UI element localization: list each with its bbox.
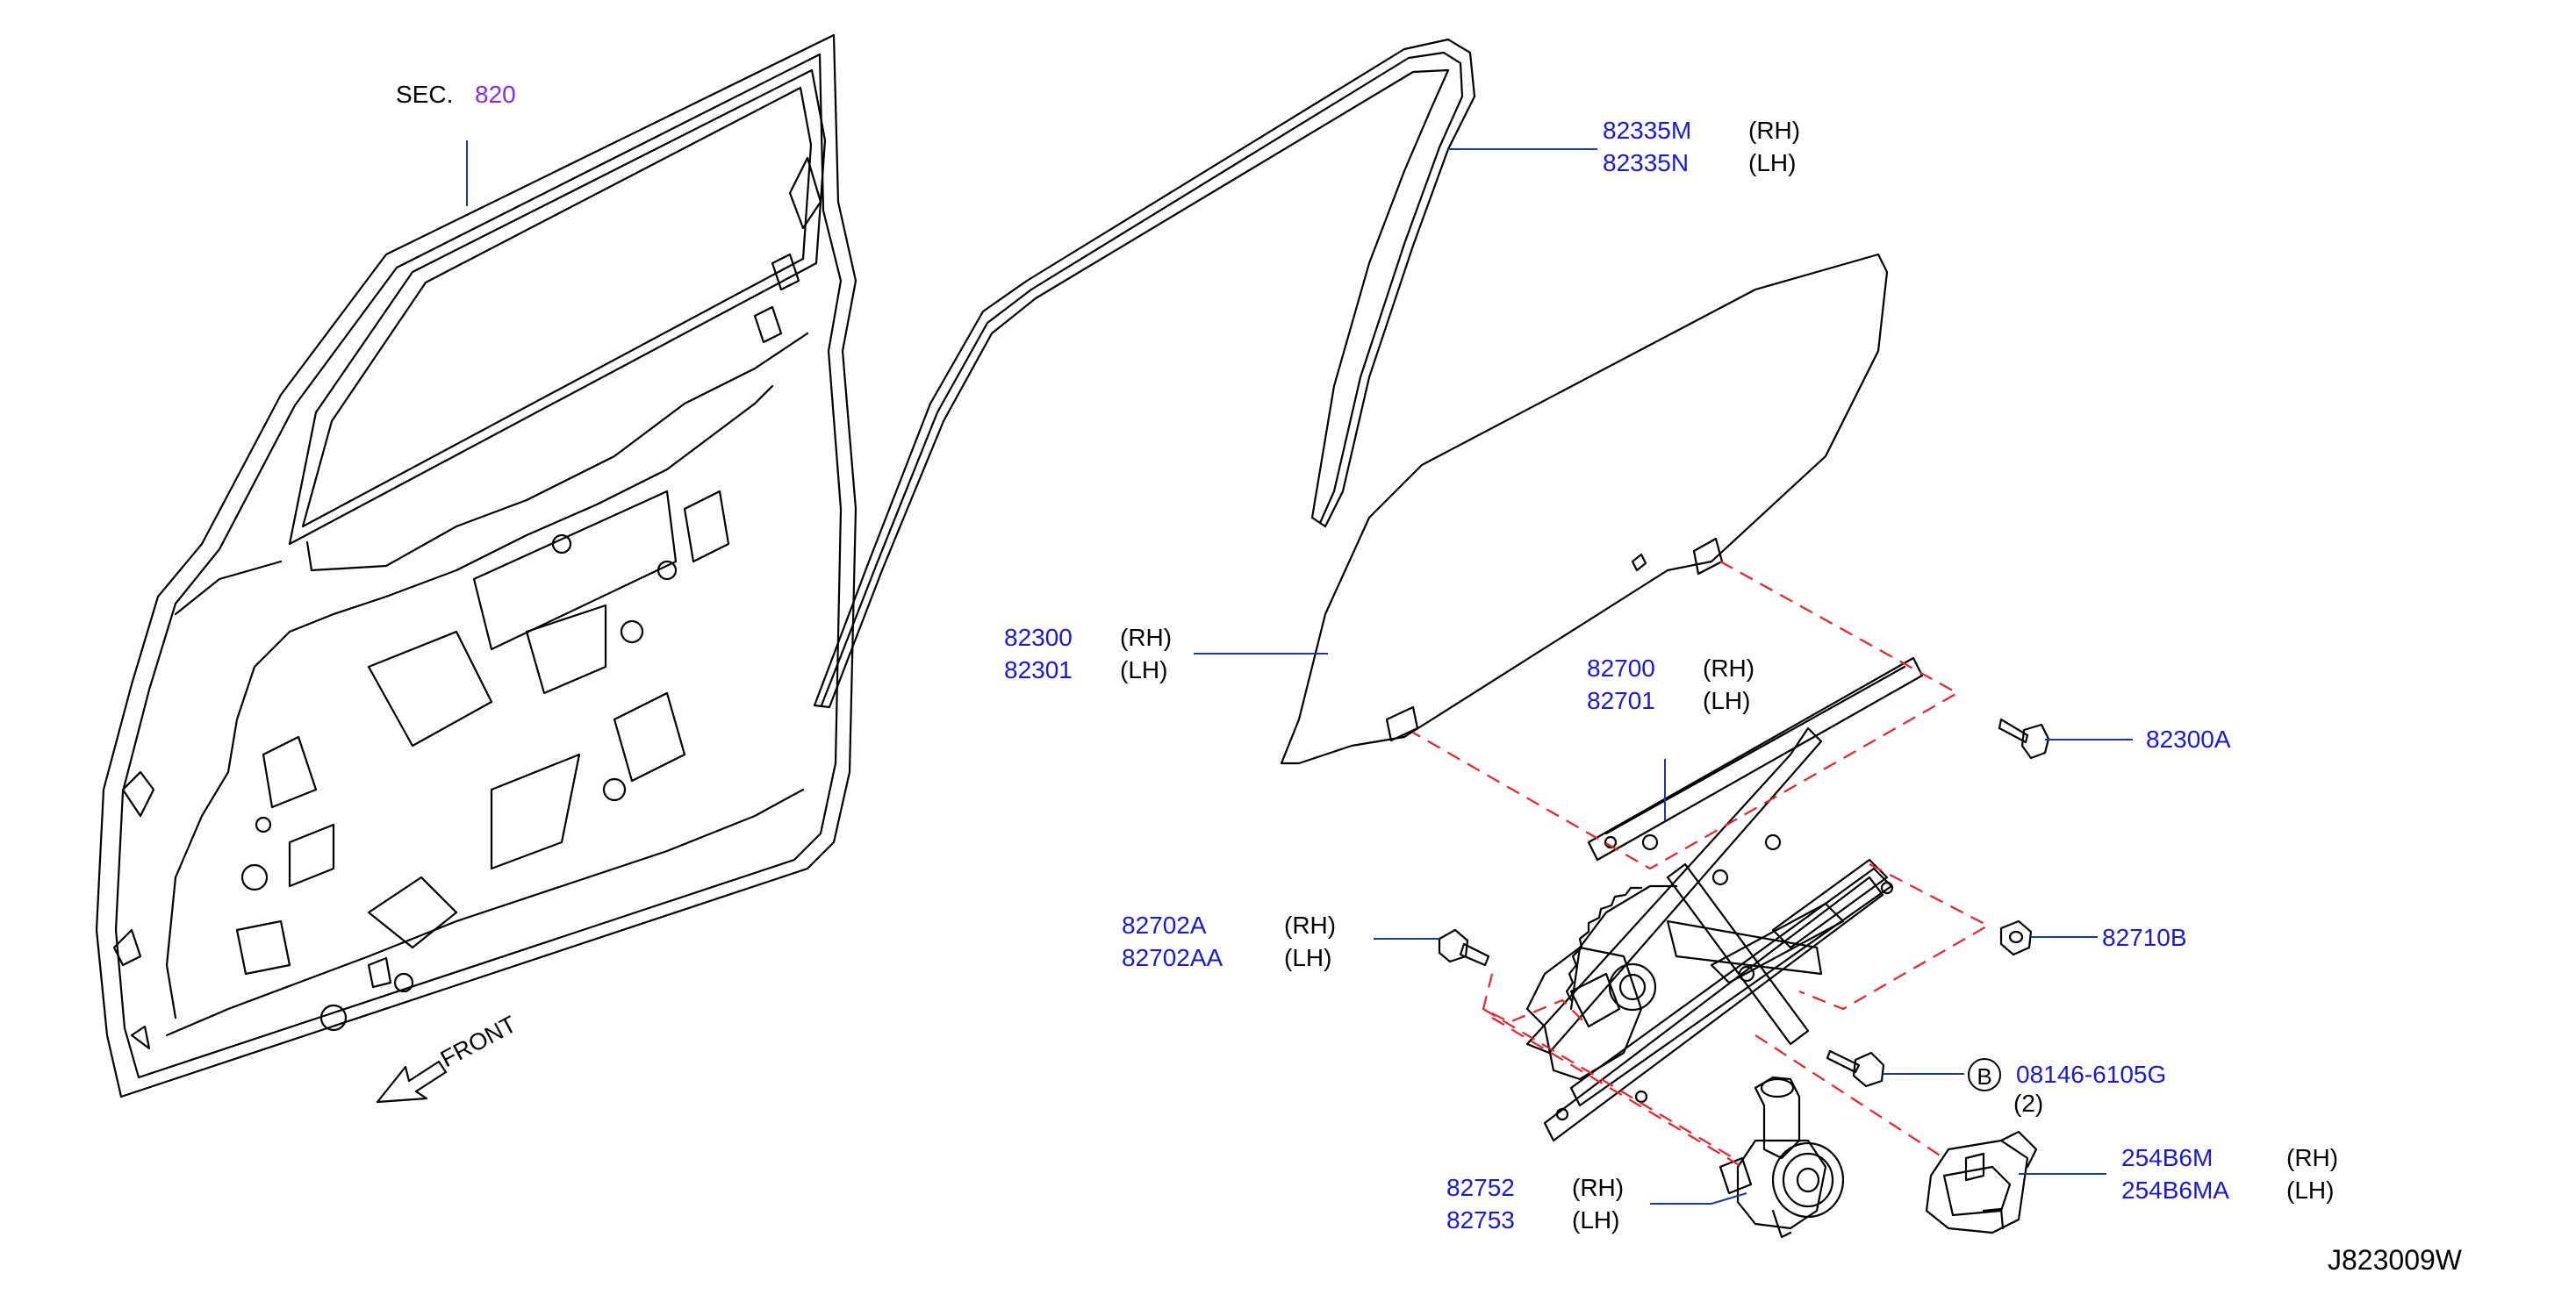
bolt-82702a (1438, 928, 1490, 967)
section-prefix: SEC. (396, 81, 454, 108)
side-label: (LH) (2286, 1177, 2335, 1204)
part-number-254b6ma[interactable]: 254B6MA (2121, 1177, 2229, 1204)
part-number-82701[interactable]: 82701 (1587, 687, 1655, 714)
assembly-lines (1412, 561, 1991, 1168)
part-number-254b6m[interactable]: 254B6M (2121, 1144, 2214, 1171)
leader-lines (466, 140, 2133, 1205)
door-shell (95, 33, 857, 1098)
weatherstrip (813, 38, 1476, 709)
quantity-label: (2) (2013, 1090, 2044, 1117)
section-number[interactable]: 820 (475, 81, 516, 108)
side-label: (RH) (1572, 1174, 1625, 1201)
side-label: (RH) (2286, 1144, 2339, 1171)
control-unit (1925, 1130, 2038, 1234)
side-label: (RH) (1748, 117, 1801, 144)
part-number-82752[interactable]: 82752 (1446, 1174, 1515, 1201)
marker-b: B (1968, 1058, 2001, 1091)
side-label: (RH) (1120, 624, 1173, 651)
part-number-82710b[interactable]: 82710B (2102, 924, 2187, 951)
door-glass (1280, 253, 1889, 765)
side-label: (LH) (1284, 944, 1332, 971)
part-number-82335m[interactable]: 82335M (1603, 117, 1692, 144)
side-label: (LH) (1572, 1206, 1620, 1234)
bolt-82300a (1998, 718, 2050, 760)
regulator (1525, 656, 1924, 1142)
part-number-82753[interactable]: 82753 (1446, 1206, 1515, 1234)
nut-82710b (1999, 919, 2033, 956)
side-label: (LH) (1120, 656, 1168, 683)
part-number-82300a[interactable]: 82300A (2146, 726, 2231, 753)
part-number-82335n[interactable]: 82335N (1603, 149, 1690, 176)
part-number-08146-6105g[interactable]: 08146-6105G (2016, 1061, 2167, 1088)
side-label: (RH) (1703, 655, 1755, 682)
drawing-id: J823009W (2328, 1244, 2462, 1276)
bolt-08146 (1826, 1049, 1885, 1088)
front-arrow (376, 1060, 448, 1104)
part-number-82300[interactable]: 82300 (1004, 624, 1073, 651)
part-number-82702a[interactable]: 82702A (1122, 912, 1207, 939)
part-number-82301[interactable]: 82301 (1004, 656, 1073, 683)
part-number-82702aa[interactable]: 82702AA (1122, 944, 1223, 971)
side-label: (RH) (1284, 912, 1337, 939)
regulator-motor (1719, 1076, 1845, 1239)
part-number-82700[interactable]: 82700 (1587, 655, 1655, 682)
side-label: (LH) (1703, 687, 1751, 714)
side-label: (LH) (1748, 149, 1797, 176)
